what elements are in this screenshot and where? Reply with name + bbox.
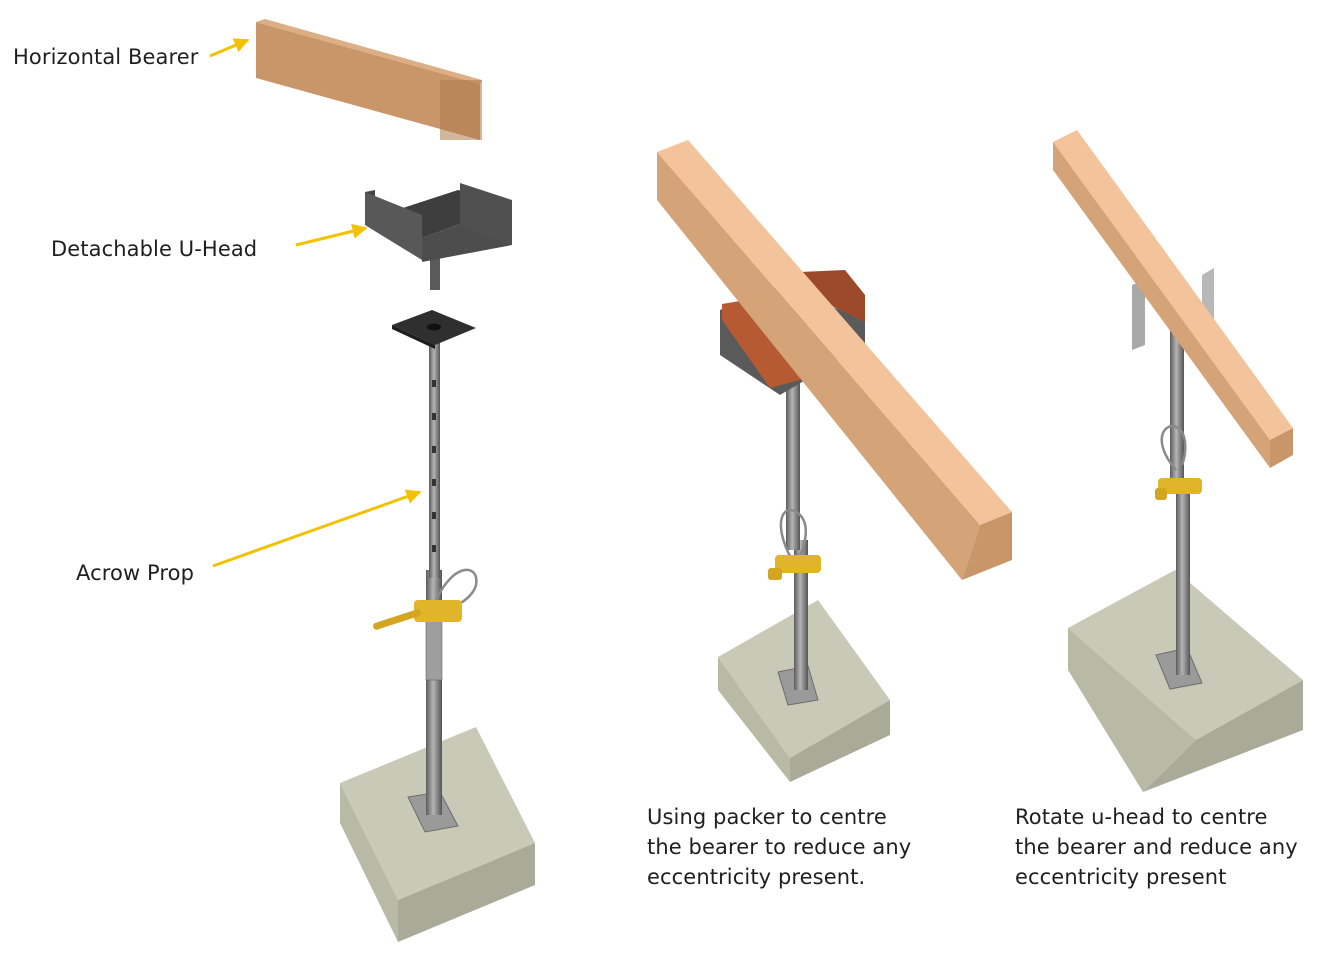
packer-block-right: [800, 270, 865, 322]
packer-caption-line: Using packer to centre: [647, 805, 887, 829]
u-head-label: Detachable U-Head: [51, 237, 258, 261]
prop-clamp-left: [373, 600, 462, 630]
bearer-arrow: [209, 38, 250, 58]
uhead-arrow: [295, 223, 368, 247]
rotate-caption-line: eccentricity present: [1015, 865, 1227, 889]
outer-tube-middle: [794, 540, 808, 690]
exploded-assembly: [256, 19, 535, 942]
packer-caption: Using packer to centre the bearer to red…: [647, 802, 911, 892]
horizontal-bearer-label: Horizontal Bearer: [13, 45, 199, 69]
inner-tube-middle: [786, 380, 800, 550]
rotate-caption-line: Rotate u-head to centre: [1015, 805, 1268, 829]
acrow-prop-label: Acrow Prop: [76, 561, 195, 585]
prop-clamp-middle: [768, 555, 821, 580]
inner-tube-right: [1170, 330, 1184, 490]
detachable-u-head: [365, 183, 512, 290]
threaded-sleeve-left: [425, 619, 443, 681]
rotate-caption-line: the bearer and reduce any: [1015, 835, 1298, 859]
packer-assembly: [657, 140, 1012, 782]
prop-clamp-right: [1155, 478, 1202, 500]
u-head-plate-left: [1132, 280, 1145, 350]
bearer-middle: [657, 140, 1012, 580]
prop-pin-middle: [779, 508, 807, 561]
rotated-uhead-assembly: [1053, 130, 1303, 792]
inner-tube-left: [429, 338, 440, 578]
bearer-right: [1053, 130, 1293, 468]
prop-pin-right: [1160, 425, 1187, 471]
rotate-caption: Rotate u-head to centre the bearer and r…: [1015, 802, 1298, 892]
packer-caption-line: the bearer to reduce any: [647, 835, 912, 859]
outer-tube-right: [1176, 480, 1190, 675]
prop-arrow: [212, 489, 422, 568]
horizontal-bearer: [256, 19, 482, 140]
packer-caption-line: eccentricity present.: [647, 865, 866, 889]
